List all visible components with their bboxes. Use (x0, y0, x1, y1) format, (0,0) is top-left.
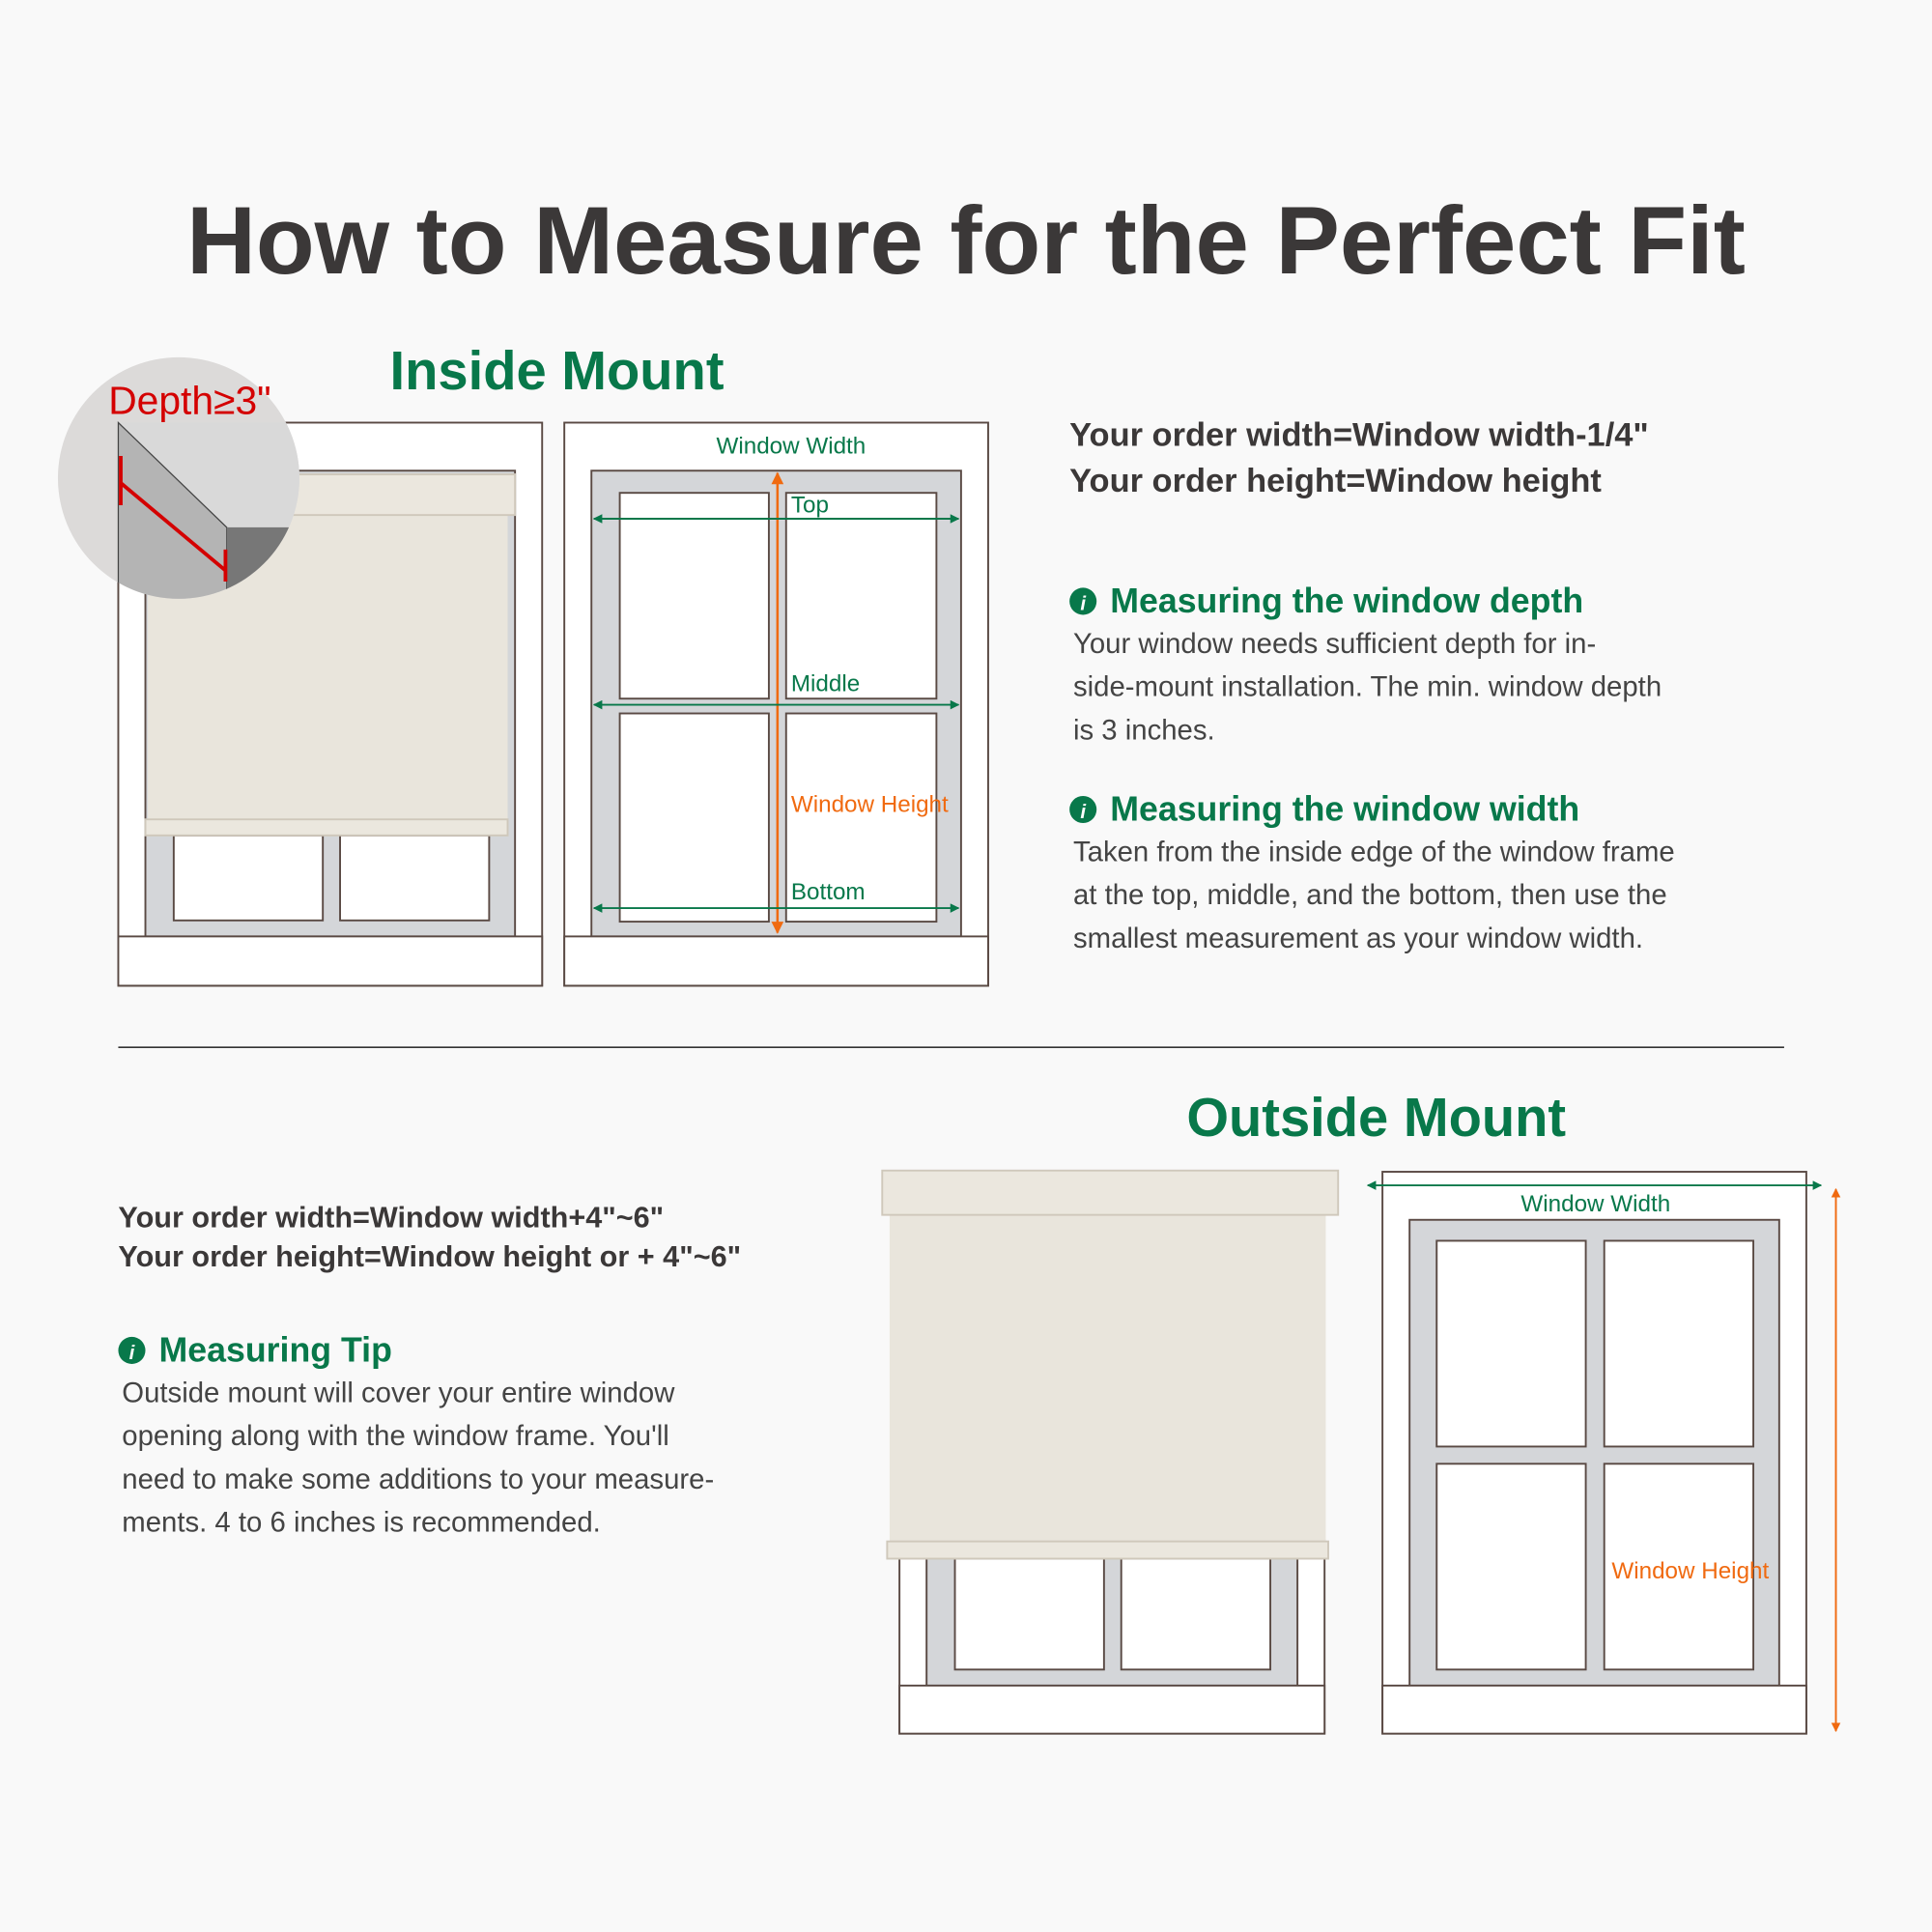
svg-text:is 3 inches.: is 3 inches. (1073, 714, 1215, 746)
window-height-label: Window Height (791, 792, 949, 818)
svg-text:Measuring the window width: Measuring the window width (1110, 789, 1579, 828)
outside-window-width-label: Window Width (1520, 1191, 1670, 1217)
svg-text:at the top, middle, and the bo: at the top, middle, and the bottom, then… (1073, 879, 1667, 911)
outside-mount-shade-diagram (881, 1169, 1340, 1735)
svg-text:Taken from the inside edge of: Taken from the inside edge of the window… (1073, 837, 1675, 868)
svg-text:Measuring the window depth: Measuring the window depth (1110, 582, 1583, 620)
svg-text:need to make some additions to: need to make some additions to your meas… (122, 1463, 714, 1495)
top-label: Top (791, 493, 829, 519)
depth-section: i Measuring the window depth Your window… (1069, 582, 1662, 746)
svg-text:opening along with the window: opening along with the window frame. You… (122, 1420, 668, 1452)
window-width-label: Window Width (716, 433, 866, 459)
svg-text:i: i (129, 1343, 136, 1364)
svg-text:i: i (1080, 802, 1087, 823)
svg-text:Your window needs sufficient d: Your window needs sufficient depth for i… (1073, 628, 1596, 660)
middle-label: Middle (791, 671, 860, 697)
info-icon (1069, 587, 1097, 615)
width-section: i Measuring the window width Taken from … (1069, 789, 1675, 954)
inside-height-formula: Your order height=Window height (1069, 463, 1602, 499)
inside-mount-measure-diagram (563, 421, 989, 987)
svg-text:side-mount installation. The m: side-mount installation. The min. window… (1073, 671, 1662, 703)
info-icon (118, 1336, 146, 1364)
svg-text:smallest measurement as your w: smallest measurement as your window widt… (1073, 923, 1643, 954)
svg-text:i: i (1080, 593, 1087, 614)
svg-text:ments. 4 to 6 inches is recomm: ments. 4 to 6 inches is recommended. (122, 1506, 601, 1538)
measuring-tip-section: i Measuring Tip Outside mount will cover… (118, 1330, 714, 1538)
inside-width-formula: Your order width=Window width-1/4" (1069, 417, 1649, 454)
svg-text:Outside mount will cover your: Outside mount will cover your entire win… (122, 1378, 675, 1409)
info-icon (1069, 795, 1097, 824)
inside-mount-heading: Inside Mount (390, 340, 724, 401)
page-title: How to Measure for the Perfect Fit (186, 187, 1746, 295)
bottom-label: Bottom (791, 879, 866, 905)
outside-mount-heading: Outside Mount (1186, 1087, 1566, 1148)
outside-height-formula: Your order height=Window height or + 4"~… (118, 1240, 741, 1273)
outside-window-height-label: Window Height (1611, 1558, 1769, 1584)
depth-label: Depth≥3" (108, 379, 270, 423)
outside-mount-measure-diagram (1366, 1171, 1841, 1735)
outside-width-formula: Your order width=Window width+4"~6" (118, 1201, 664, 1234)
svg-text:Measuring Tip: Measuring Tip (159, 1330, 392, 1369)
